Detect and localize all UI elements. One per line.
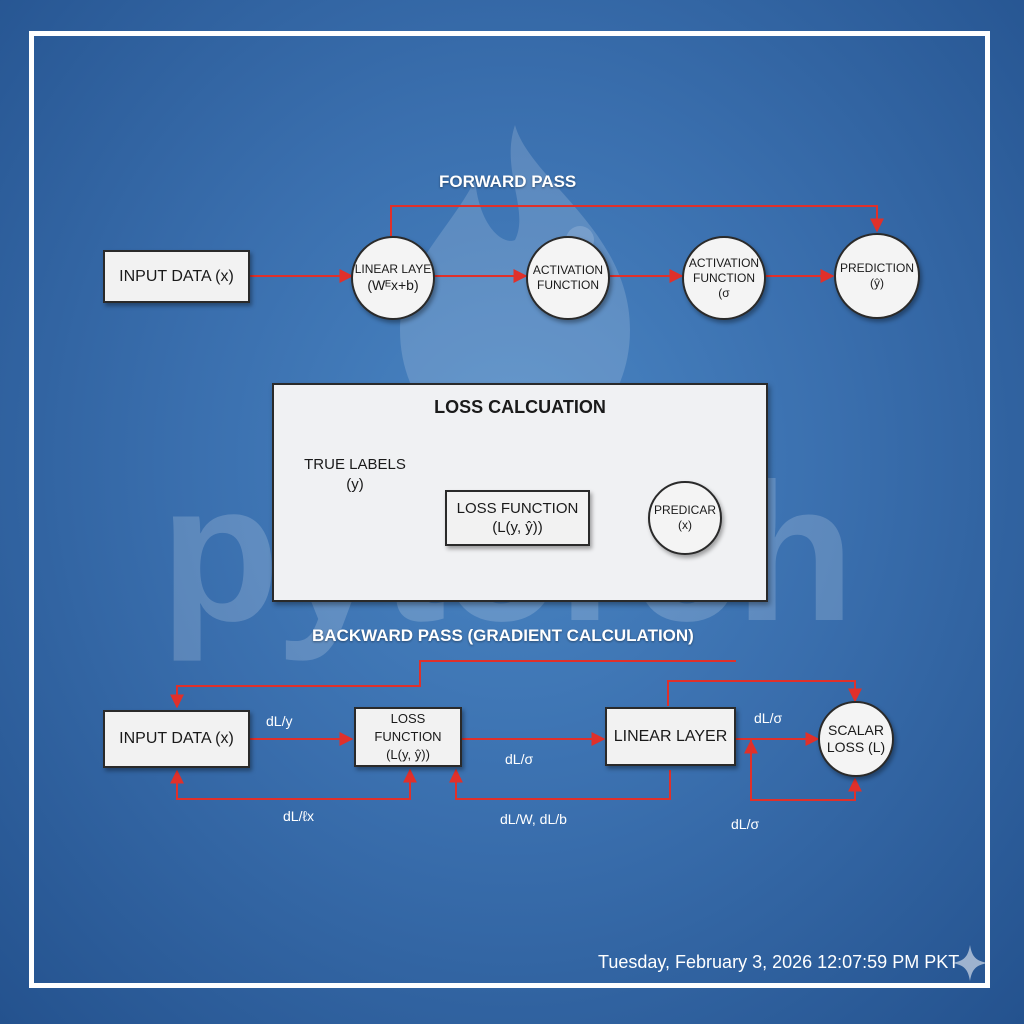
- outer-frame: [29, 31, 990, 988]
- true-labels-text: TRUE LABELS (y): [300, 455, 410, 494]
- timestamp: Tuesday, February 3, 2026 12:07:59 PM PK…: [598, 952, 960, 972]
- forward-act1-line2: FUNCTION: [537, 278, 599, 292]
- backward-linear-node[interactable]: LINEAR LAYER: [605, 707, 736, 766]
- grad-label-dl-y: dL/y: [266, 713, 293, 729]
- forward-activation-node-1[interactable]: ACTIVATION FUNCTION: [526, 236, 610, 320]
- forward-input-node[interactable]: INPUT DATA (x): [103, 250, 250, 303]
- grad-label-dl-wb: dL/W, dL/b: [500, 811, 567, 827]
- forward-linear-line2: (Wᴱx+b): [367, 276, 419, 293]
- forward-prediction-node[interactable]: PREDICTION (ŷ): [834, 233, 920, 319]
- loss-calculation-title: LOSS CALCUATION: [434, 397, 606, 417]
- loss-function-node[interactable]: LOSS FUNCTION (L(y, ŷ)): [445, 490, 590, 546]
- true-labels-line1: TRUE LABELS: [304, 456, 406, 473]
- forward-input-label: INPUT DATA (x): [119, 267, 234, 285]
- scalar-loss-node[interactable]: SCALAR LOSS (L): [818, 701, 894, 777]
- forward-prediction-line2: (ŷ): [870, 276, 884, 290]
- loss-function-line1: LOSS FUNCTION: [456, 499, 579, 517]
- predicar-line2: (x): [678, 518, 692, 532]
- backward-pass-title: BACKWARD PASS (GRADIENT CALCULATION): [312, 626, 694, 645]
- sparkle-icon: [952, 945, 988, 981]
- backward-loss-function-node[interactable]: LOSS FUNCTION (L(y, ŷ)): [354, 707, 462, 767]
- scalar-loss-line2: LOSS (L): [826, 739, 886, 755]
- forward-linear-line1: LINEAR LAYE: [354, 261, 432, 276]
- loss-function-line2: (L(y, ŷ)): [492, 519, 543, 536]
- backward-input-label: INPUT DATA (x): [119, 730, 234, 747]
- forward-act2-line3: (σ: [718, 285, 730, 300]
- backward-input-node[interactable]: INPUT DATA (x): [103, 710, 250, 768]
- true-labels-line2: (y): [346, 475, 364, 493]
- forward-activation-node-2[interactable]: ACTIVATION FUNCTION (σ: [682, 236, 766, 320]
- forward-pass-title: FORWARD PASS: [439, 172, 577, 191]
- backward-linear-label: LINEAR LAYER: [613, 727, 728, 745]
- grad-label-dl-sigma-bottom: dL/σ: [731, 816, 760, 832]
- backward-loss-line2: (L(y, ŷ)): [386, 747, 430, 763]
- backward-loss-line1: LOSS FUNCTION: [374, 710, 442, 744]
- scalar-loss-line1: SCALAR: [827, 721, 885, 738]
- forward-prediction-line1: PREDICTION: [839, 261, 914, 275]
- forward-act2-line1: ACTIVATION: [688, 255, 760, 270]
- forward-act1-line1: ACTIVATION: [532, 263, 604, 277]
- grad-label-dl-sigma-mid: dL/σ: [505, 751, 534, 767]
- forward-act2-line2: FUNCTION: [693, 270, 755, 285]
- grad-label-dl-sigma-top: dL/σ: [754, 710, 783, 726]
- predicar-node[interactable]: PREDICAR (x): [648, 481, 722, 555]
- forward-linear-node[interactable]: LINEAR LAYE (Wᴱx+b): [351, 236, 435, 320]
- predicar-line1: PREDICAR: [653, 503, 716, 517]
- grad-label-dl-x: dL/ℓx: [283, 808, 314, 824]
